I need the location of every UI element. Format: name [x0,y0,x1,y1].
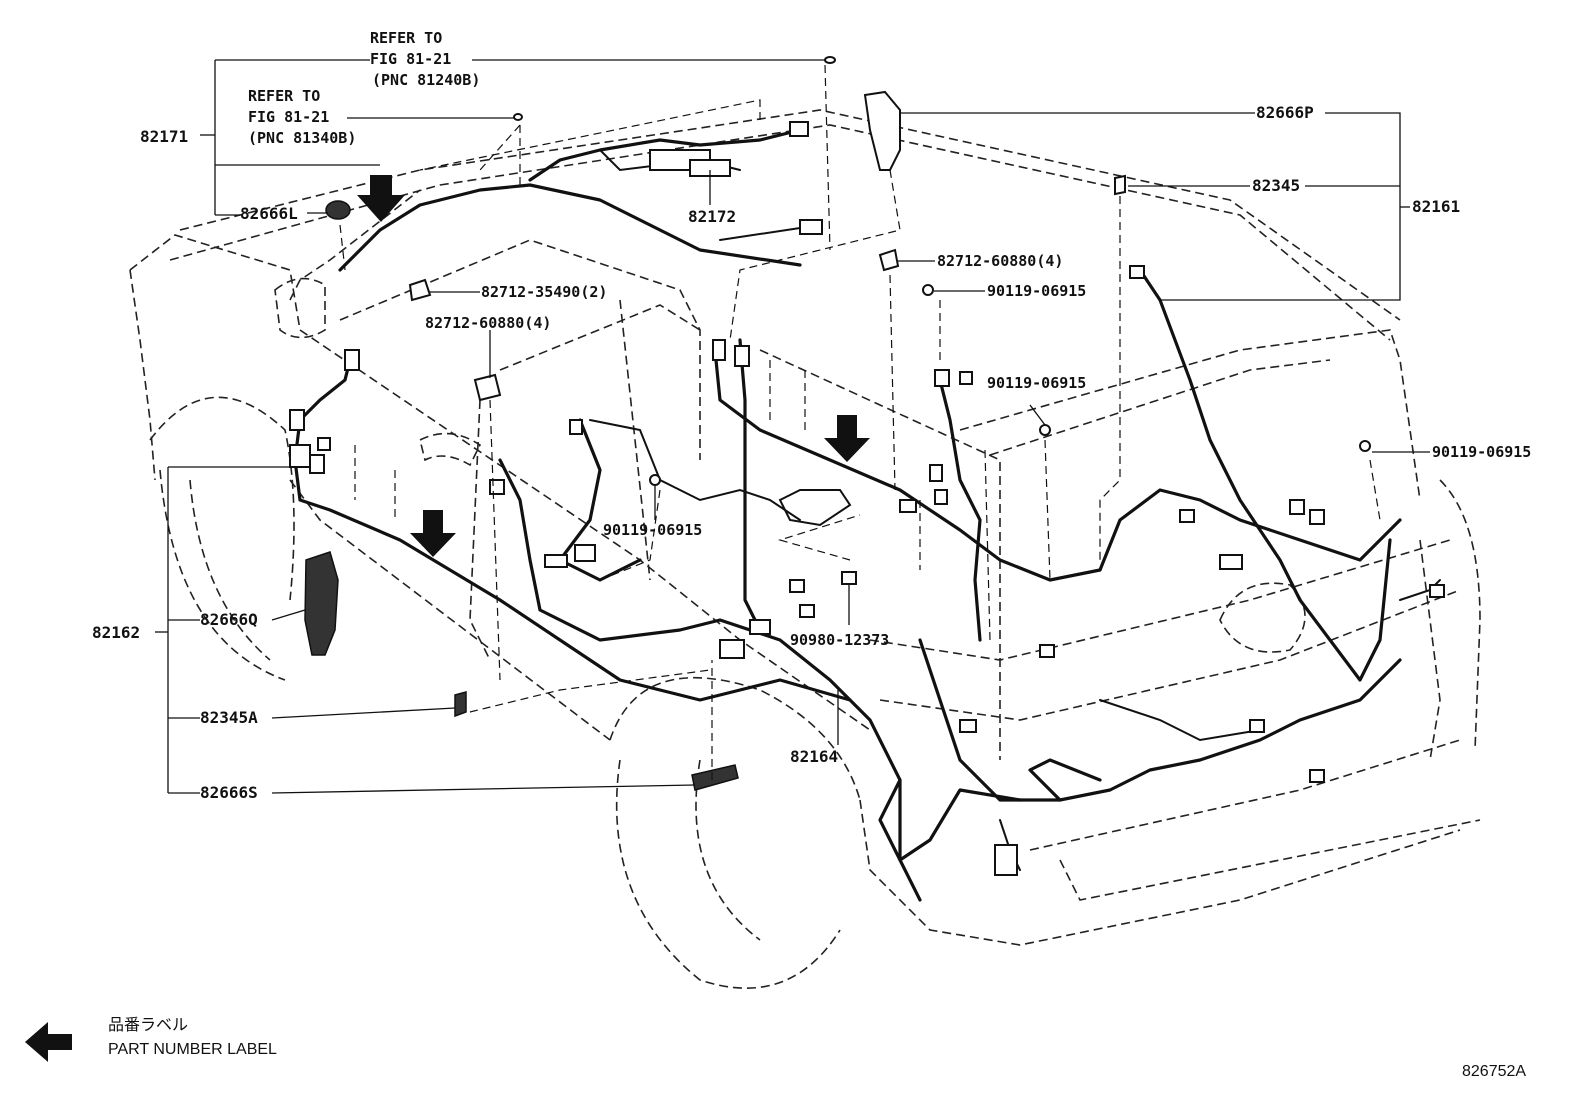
label-82162: 82162 [92,623,140,642]
screw-90119-a-shape [922,284,934,296]
arrow-down-icon [410,510,456,557]
screw-90119-d-shape [649,474,661,486]
part-82666p-shape [863,90,901,171]
labels: REFER TO FIG 81-21 (PNC 81240B) REFER TO… [92,29,1531,802]
label-82345a: 82345A [200,708,258,727]
legend-en: PART NUMBER LABEL [108,1041,277,1058]
part-82345-shape [1114,174,1126,196]
label-82666l: 82666L [240,204,298,223]
part-90980-shape [841,571,857,585]
label-82712-35490: 82712-35490(2) [481,283,607,301]
arrow-left-icon [25,1022,72,1062]
label-82712-60880-b: 82712-60880(4) [937,252,1063,270]
refer-b-line3: (PNC 81340B) [248,129,356,147]
label-90119-a: 90119-06915 [987,282,1086,300]
label-82171: 82171 [140,127,188,146]
label-82172: 82172 [688,207,736,226]
arrow-down-icon [357,175,405,222]
part-82666q-shape [304,551,339,656]
label-90980: 90980-12373 [790,631,889,649]
refer-b-line1: REFER TO [248,87,320,105]
part-82345a-shape [454,691,467,718]
refer-a-line2: FIG 81-21 [370,50,451,68]
part-number-label-arrows [357,175,870,557]
part-82712-60880-b-shape [878,248,900,272]
refer-a-line1: REFER TO [370,29,442,47]
harness-82171-roof [338,121,823,272]
label-82712-60880-a: 82712-60880(4) [425,314,551,332]
part-82712-60880-a-shape [473,373,502,402]
label-82666s: 82666S [200,783,258,802]
label-82345: 82345 [1252,176,1300,195]
label-82666q: 82666Q [200,610,258,629]
label-90119-b: 90119-06915 [987,374,1086,392]
screw-90119-c-shape [1359,440,1371,452]
harness-82162-front-side [289,349,852,702]
leader-lines [155,59,1430,794]
legend: 品番ラベル PART NUMBER LABEL [25,1016,277,1062]
vehicle-body-outline [129,109,1481,989]
arrow-down-icon [824,415,870,462]
screw-90119-b-shape [1039,424,1051,436]
label-82164: 82164 [790,747,838,766]
label-82666p: 82666P [1256,103,1314,122]
label-82161: 82161 [1412,197,1460,216]
harness-82164-body [489,338,1102,902]
label-90119-d: 90119-06915 [603,521,702,539]
part-82712-35490-shape [408,278,432,302]
refer-b-line2: FIG 81-21 [248,108,329,126]
legend-jp: 品番ラベル [108,1016,188,1034]
refer-a-line3: (PNC 81240B) [372,71,480,89]
figure-id: 826752A [1462,1063,1526,1080]
dashed-leaders [339,64,1381,780]
harness-82161-rear [878,265,1445,876]
part-82666l-shape [325,200,351,220]
label-90119-c: 90119-06915 [1432,443,1531,461]
part-shapes [304,56,1371,791]
